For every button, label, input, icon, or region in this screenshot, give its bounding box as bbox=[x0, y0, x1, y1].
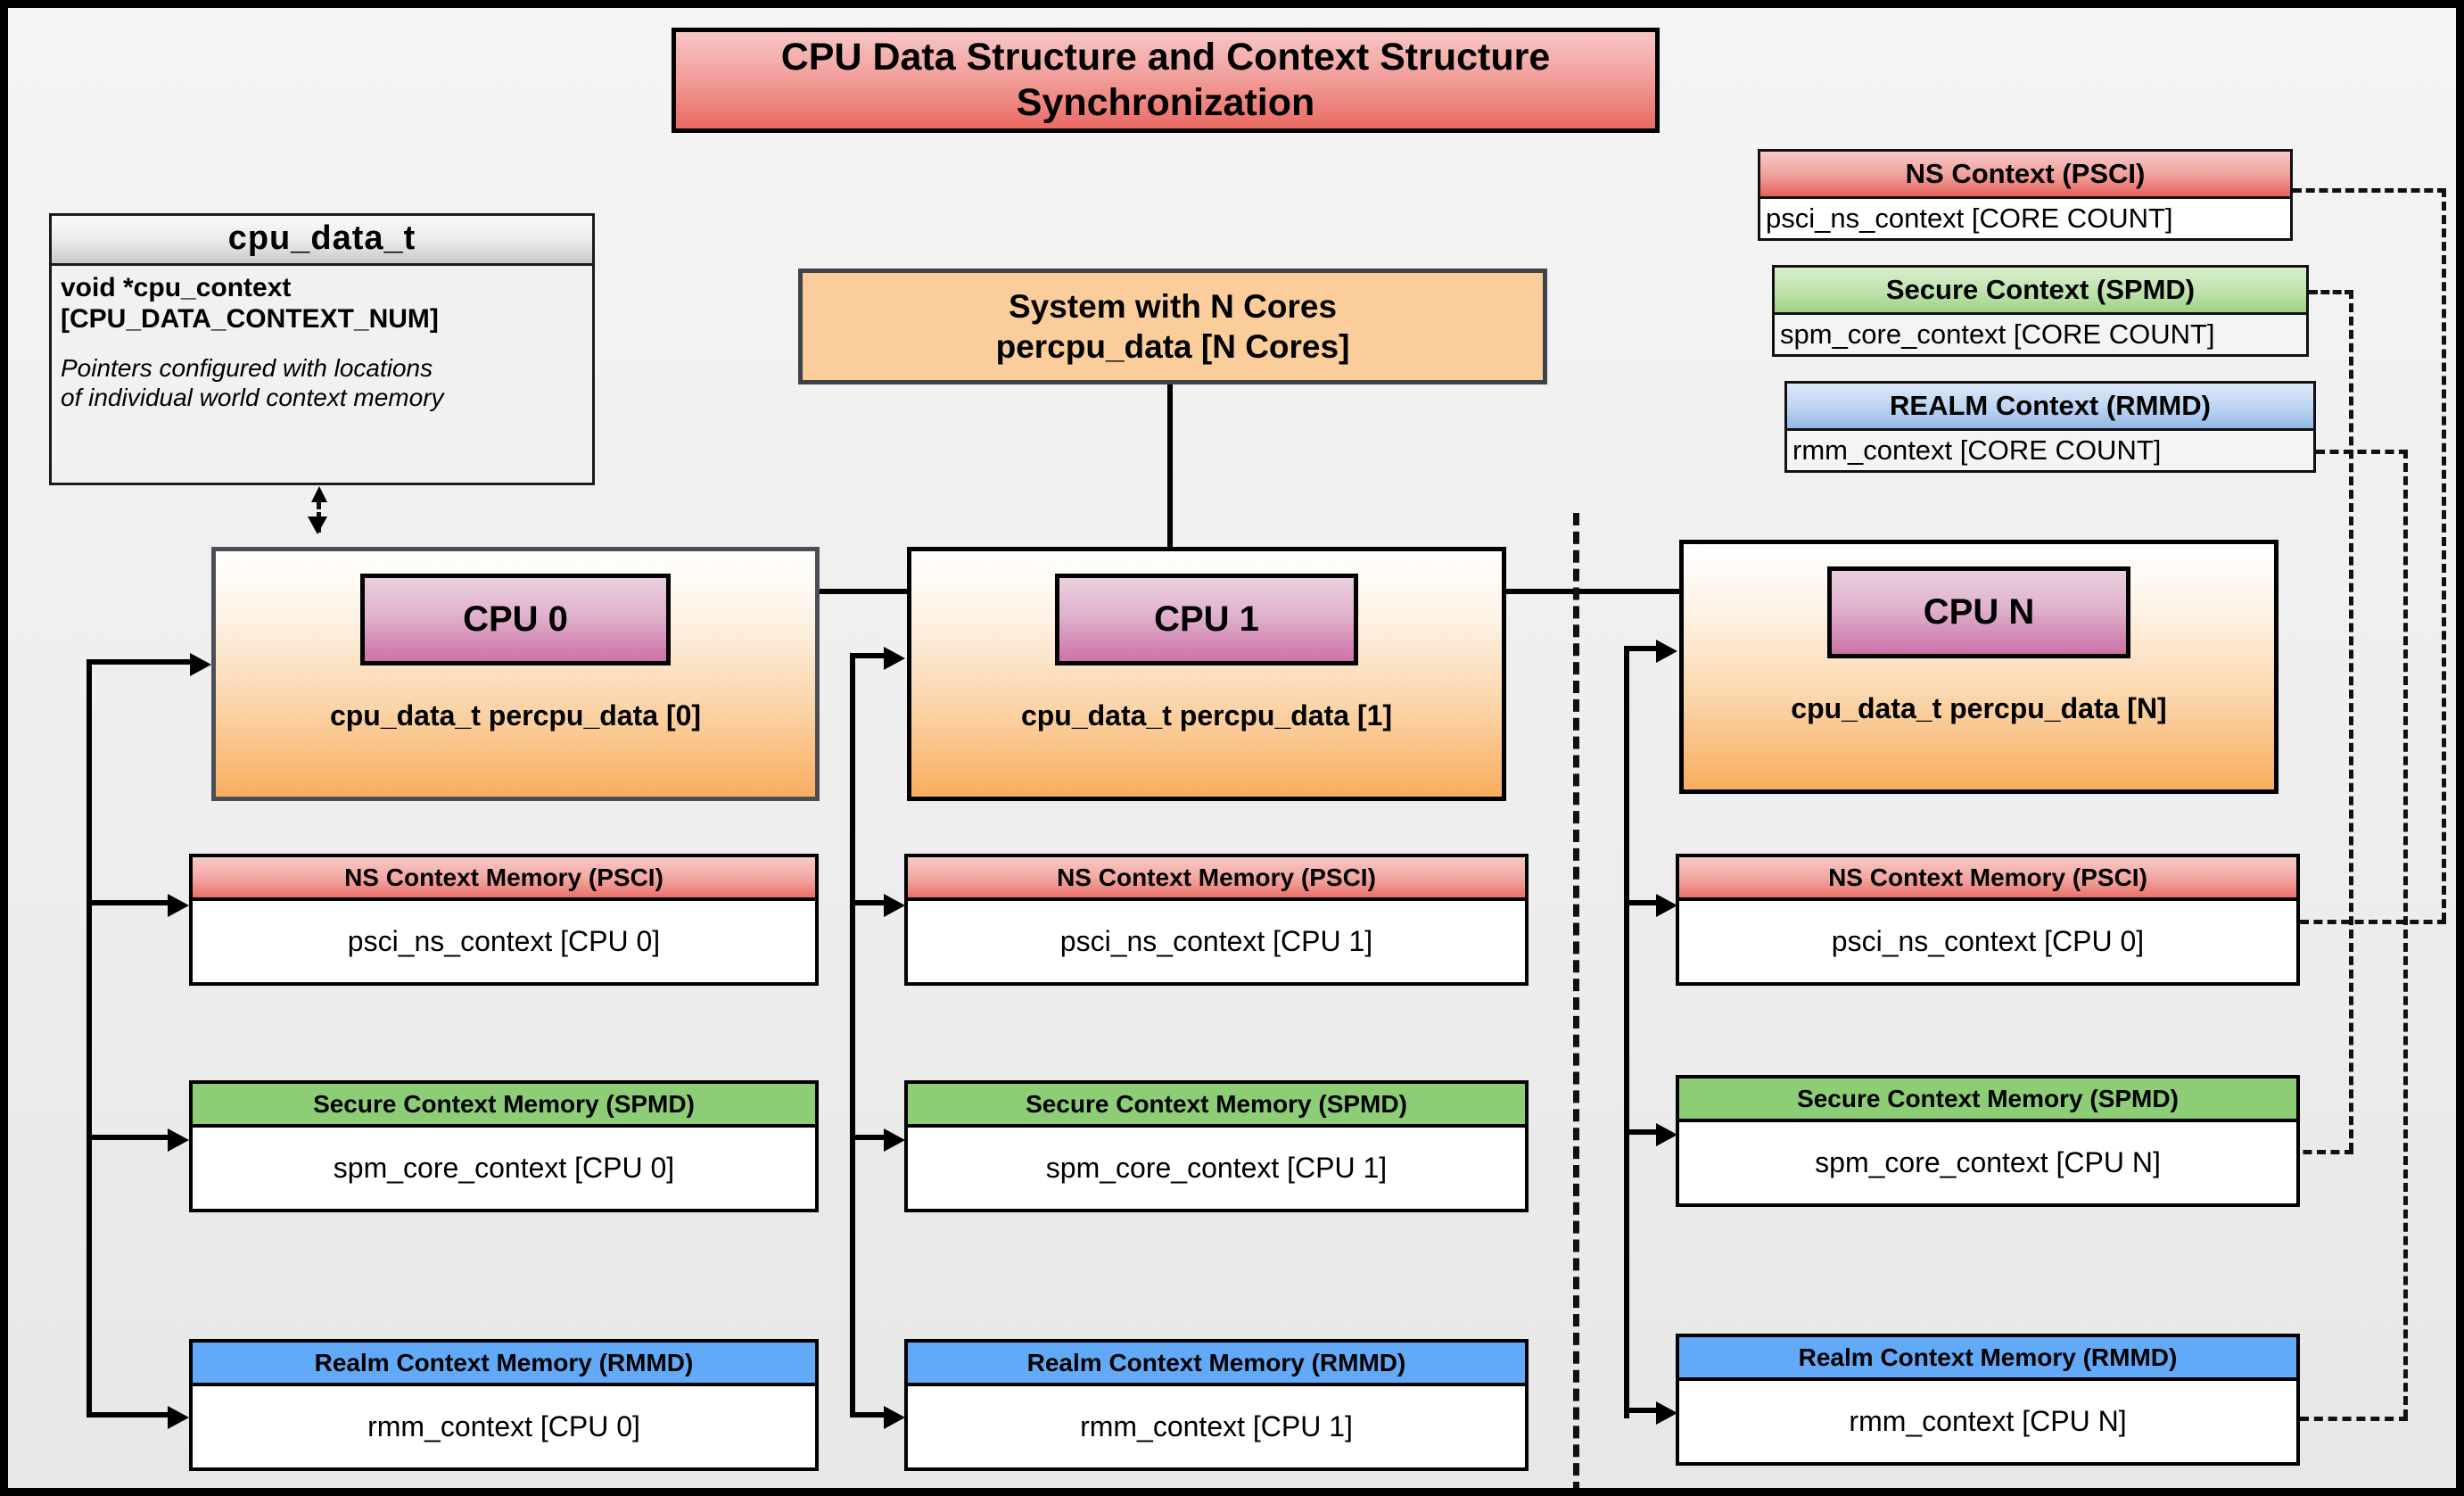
cpu1-branch-secure bbox=[850, 1135, 887, 1140]
cpu-caption-cpuN: cpu_data_t percpu_data [N] bbox=[1791, 692, 2167, 724]
cpu1-branch-box bbox=[850, 653, 887, 658]
legend-secure-context: Secure Context (SPMD) spm_core_context [… bbox=[1772, 265, 2309, 357]
system-line2: percpu_data [N Cores] bbox=[995, 328, 1350, 365]
cpu-box-cpu1: CPU 1 cpu_data_t percpu_data [1] bbox=[907, 547, 1506, 801]
cpu0-branch-ns bbox=[87, 900, 171, 905]
ctx-value-cpu0-secure: spm_core_context [CPU 0] bbox=[193, 1128, 815, 1209]
ctx-value-cpuN-secure: spm_core_context [CPU N] bbox=[1679, 1122, 2296, 1203]
legend-secure-value: spm_core_context [CORE COUNT] bbox=[1775, 315, 2306, 354]
cpuN-arrow-secure-icon bbox=[1656, 1123, 1677, 1146]
cpuN-branch-box bbox=[1624, 646, 1660, 651]
ctx-header-cpu0-ns: NS Context Memory (PSCI) bbox=[193, 857, 815, 901]
ctx-box-cpu0-ns: NS Context Memory (PSCI) psci_ns_context… bbox=[189, 854, 819, 986]
cpu-caption-cpu1: cpu_data_t percpu_data [1] bbox=[1020, 699, 1393, 731]
system-line1: System with N Cores bbox=[1008, 287, 1338, 325]
cpu-data-t-header: cpu_data_t bbox=[52, 216, 592, 266]
cpu0-arrow-box-icon bbox=[190, 653, 211, 676]
legend-ns-context: NS Context (PSCI) psci_ns_context [CORE … bbox=[1758, 149, 2293, 241]
cpuN-branch-realm bbox=[1624, 1408, 1660, 1413]
cpu-chip-cpuN: CPU N bbox=[1827, 566, 2130, 658]
dash-secure-bottom bbox=[2289, 1150, 2353, 1154]
cpuN-arrow-ns-icon bbox=[1656, 894, 1677, 917]
dash-realm-bottom bbox=[2300, 1417, 2408, 1421]
tree-stem bbox=[1167, 384, 1173, 594]
legend-ns-value: psci_ns_context [CORE COUNT] bbox=[1760, 199, 2290, 238]
cpu1-branch-realm bbox=[850, 1412, 887, 1417]
cpu-box-cpuN: CPU N cpu_data_t percpu_data [N] bbox=[1679, 540, 2279, 794]
cpu0-branch-secure bbox=[87, 1135, 171, 1140]
cpu-chip-cpu0: CPU 0 bbox=[360, 574, 671, 665]
ctx-box-cpu1-secure: Secure Context Memory (SPMD) spm_core_co… bbox=[904, 1080, 1529, 1212]
ctx-header-cpuN-ns: NS Context Memory (PSCI) bbox=[1679, 857, 2296, 901]
ctx-header-cpu1-secure: Secure Context Memory (SPMD) bbox=[908, 1084, 1525, 1128]
cpu-data-link-arrow-up-icon bbox=[311, 486, 327, 502]
cpu1-arrow-ns-icon bbox=[884, 894, 905, 917]
cpu-data-t-field-line2: [CPU_DATA_CONTEXT_NUM] bbox=[61, 303, 439, 334]
cpu0-arrow-ns-icon bbox=[168, 894, 189, 917]
cpu1-trunk bbox=[850, 653, 855, 1417]
cpu0-arrow-realm-icon bbox=[168, 1406, 189, 1429]
ctx-box-cpu0-realm: Realm Context Memory (RMMD) rmm_context … bbox=[189, 1339, 819, 1471]
dash-secure-top bbox=[2309, 290, 2353, 294]
cpu1-arrow-box-icon bbox=[884, 647, 905, 670]
cpuN-trunk bbox=[1624, 646, 1629, 1418]
dash-ns-bottom bbox=[2300, 920, 2446, 924]
ctx-box-cpuN-realm: Realm Context Memory (RMMD) rmm_context … bbox=[1676, 1334, 2300, 1466]
cpu-data-t-field-line1: void *cpu_context bbox=[61, 273, 292, 302]
ctx-value-cpu0-realm: rmm_context [CPU 0] bbox=[193, 1386, 815, 1467]
dash-realm-top bbox=[2316, 450, 2408, 454]
ctx-box-cpuN-ns: NS Context Memory (PSCI) psci_ns_context… bbox=[1676, 854, 2300, 986]
diagram-title: CPU Data Structure and Context Structure… bbox=[672, 28, 1660, 133]
legend-realm-header: REALM Context (RMMD) bbox=[1787, 384, 2313, 431]
cpuN-arrow-realm-icon bbox=[1656, 1401, 1677, 1425]
dash-secure-right bbox=[2349, 290, 2353, 1152]
ctx-box-cpu1-realm: Realm Context Memory (RMMD) rmm_context … bbox=[904, 1339, 1529, 1471]
ctx-value-cpu0-ns: psci_ns_context [CPU 0] bbox=[193, 901, 815, 982]
diagram-title-text: CPU Data Structure and Context Structure… bbox=[780, 36, 1551, 124]
system-box: System with N Cores percpu_data [N Cores… bbox=[798, 269, 1547, 384]
dash-realm-right bbox=[2403, 450, 2408, 1418]
cpu-data-t-note-line1: Pointers configured with locations bbox=[61, 353, 433, 382]
cpu1-arrow-realm-icon bbox=[884, 1406, 905, 1429]
cpu-chip-cpu1: CPU 1 bbox=[1055, 574, 1358, 665]
ctx-header-cpu1-realm: Realm Context Memory (RMMD) bbox=[908, 1343, 1525, 1386]
legend-ns-header: NS Context (PSCI) bbox=[1760, 152, 2290, 199]
ctx-value-cpu1-secure: spm_core_context [CPU 1] bbox=[908, 1128, 1525, 1209]
cpu-data-t-note-line2: of individual world context memory bbox=[61, 384, 444, 412]
legend-secure-header: Secure Context (SPMD) bbox=[1775, 268, 2306, 315]
legend-realm-value: rmm_context [CORE COUNT] bbox=[1787, 431, 2313, 470]
ctx-header-cpuN-realm: Realm Context Memory (RMMD) bbox=[1679, 1337, 2296, 1381]
ctx-box-cpu0-secure: Secure Context Memory (SPMD) spm_core_co… bbox=[189, 1080, 819, 1212]
ctx-box-cpuN-secure: Secure Context Memory (SPMD) spm_core_co… bbox=[1676, 1075, 2300, 1207]
ctx-value-cpu1-ns: psci_ns_context [CPU 1] bbox=[908, 901, 1525, 982]
cpu1-arrow-secure-icon bbox=[884, 1128, 905, 1152]
ctx-header-cpuN-secure: Secure Context Memory (SPMD) bbox=[1679, 1079, 2296, 1122]
ctx-header-cpu1-ns: NS Context Memory (PSCI) bbox=[908, 857, 1525, 901]
column-separator bbox=[1573, 513, 1579, 1488]
cpuN-arrow-box-icon bbox=[1656, 640, 1677, 663]
ctx-box-cpu1-ns: NS Context Memory (PSCI) psci_ns_context… bbox=[904, 854, 1529, 986]
ctx-value-cpuN-realm: rmm_context [CPU N] bbox=[1679, 1381, 2296, 1462]
cpu-caption-cpu0: cpu_data_t percpu_data [0] bbox=[329, 699, 702, 731]
ctx-header-cpu0-secure: Secure Context Memory (SPMD) bbox=[193, 1084, 815, 1128]
ctx-value-cpu1-realm: rmm_context [CPU 1] bbox=[908, 1386, 1525, 1467]
cpu0-arrow-secure-icon bbox=[168, 1128, 189, 1152]
ctx-value-cpuN-ns: psci_ns_context [CPU 0] bbox=[1679, 901, 2296, 982]
legend-realm-context: REALM Context (RMMD) rmm_context [CORE C… bbox=[1784, 381, 2316, 473]
ctx-header-cpu0-realm: Realm Context Memory (RMMD) bbox=[193, 1343, 815, 1386]
cpu0-branch-realm bbox=[87, 1412, 171, 1417]
cpu-data-link-arrow-down-icon bbox=[308, 517, 327, 534]
cpu-box-cpu0: CPU 0 cpu_data_t percpu_data [0] bbox=[211, 547, 820, 801]
cpu0-branch-box bbox=[87, 659, 194, 665]
cpuN-branch-ns bbox=[1624, 900, 1660, 905]
cpuN-branch-secure bbox=[1624, 1129, 1660, 1135]
cpu-data-t-box: cpu_data_t void *cpu_context [CPU_DATA_C… bbox=[49, 213, 595, 485]
cpu0-trunk bbox=[87, 659, 92, 1417]
dash-ns-top bbox=[2293, 188, 2446, 193]
cpu1-branch-ns bbox=[850, 900, 887, 905]
dash-ns-right bbox=[2442, 188, 2446, 922]
